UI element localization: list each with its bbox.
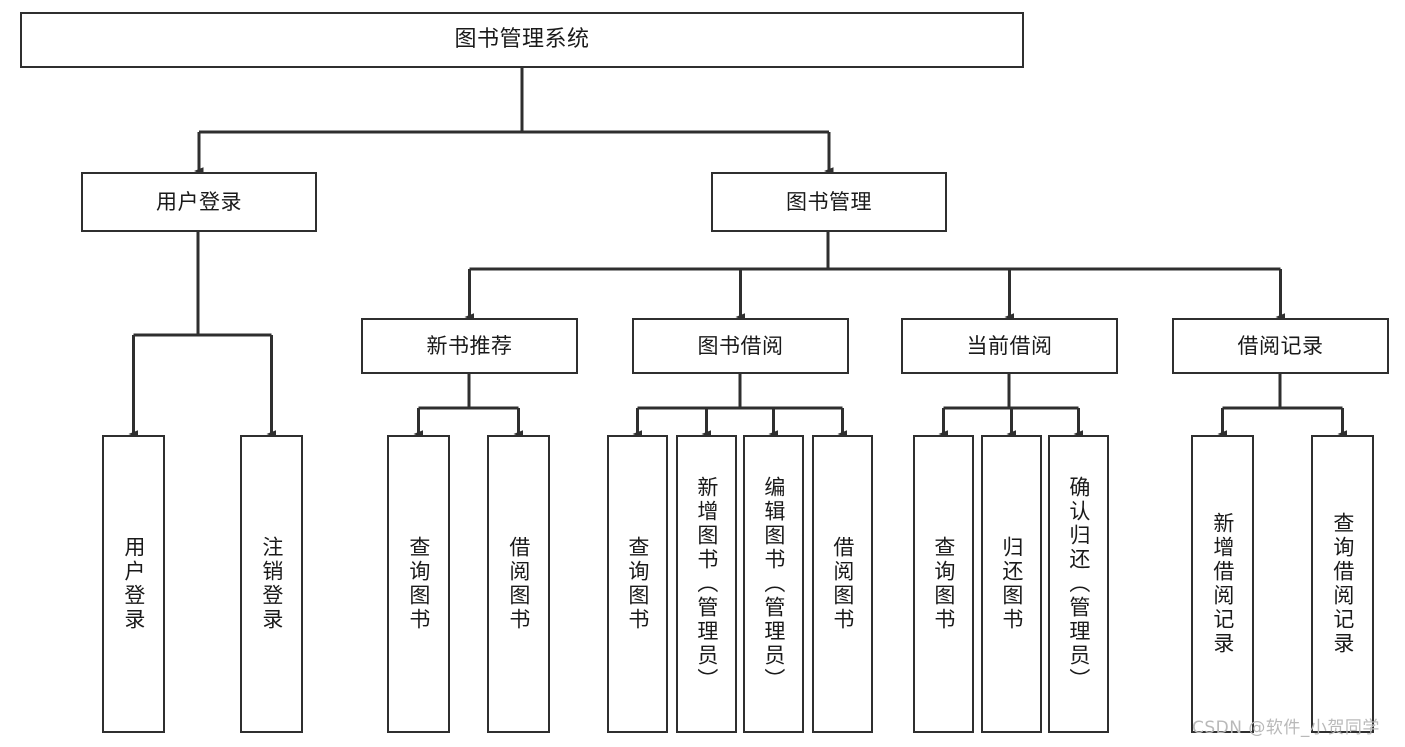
node-label: 当前借阅 <box>966 333 1053 358</box>
node-label: 用户登录 <box>156 189 242 214</box>
node-label: 查询借阅记录 <box>1330 512 1355 656</box>
node-label: 编辑图书（管理员） <box>761 476 786 692</box>
node-new-book-rec[interactable]: 新书推荐 <box>361 318 578 374</box>
node-leaf-logout[interactable]: 注销登录 <box>240 435 303 733</box>
node-label: 借阅记录 <box>1237 333 1324 358</box>
node-leaf-edit-book[interactable]: 编辑图书（管理员） <box>743 435 804 733</box>
node-label: 查询图书 <box>931 536 956 632</box>
node-root[interactable]: 图书管理系统 <box>20 12 1024 68</box>
node-label: 图书管理 <box>786 189 872 214</box>
node-leaf-return-book[interactable]: 归还图书 <box>981 435 1042 733</box>
node-label: 确认归还（管理员） <box>1066 476 1091 692</box>
node-label: 查询图书 <box>406 536 431 632</box>
node-current-borrow[interactable]: 当前借阅 <box>901 318 1118 374</box>
node-book-borrow[interactable]: 图书借阅 <box>632 318 849 374</box>
node-label: 借阅图书 <box>506 536 531 632</box>
node-user-login[interactable]: 用户登录 <box>81 172 317 232</box>
node-leaf-query-book-2[interactable]: 查询图书 <box>607 435 668 733</box>
node-leaf-confirm-return[interactable]: 确认归还（管理员） <box>1048 435 1109 733</box>
node-leaf-user-login[interactable]: 用户登录 <box>102 435 165 733</box>
node-label: 查询图书 <box>625 536 650 632</box>
node-label: 新书推荐 <box>426 333 513 358</box>
node-leaf-borrow-book-2[interactable]: 借阅图书 <box>812 435 873 733</box>
node-leaf-borrow-book-1[interactable]: 借阅图书 <box>487 435 550 733</box>
node-book-manage[interactable]: 图书管理 <box>711 172 947 232</box>
node-label: 注销登录 <box>259 536 284 632</box>
node-leaf-query-record[interactable]: 查询借阅记录 <box>1311 435 1374 733</box>
node-label: 图书借阅 <box>697 333 784 358</box>
node-leaf-query-book-3[interactable]: 查询图书 <box>913 435 974 733</box>
node-label: 新增图书（管理员） <box>694 476 719 692</box>
node-leaf-query-book-1[interactable]: 查询图书 <box>387 435 450 733</box>
node-label: 归还图书 <box>999 536 1024 632</box>
node-leaf-add-record[interactable]: 新增借阅记录 <box>1191 435 1254 733</box>
node-label: 图书管理系统 <box>454 27 590 53</box>
node-borrow-record[interactable]: 借阅记录 <box>1172 318 1389 374</box>
node-label: 新增借阅记录 <box>1210 512 1235 656</box>
node-label: 借阅图书 <box>830 536 855 632</box>
node-leaf-add-book[interactable]: 新增图书（管理员） <box>676 435 737 733</box>
node-label: 用户登录 <box>121 536 146 632</box>
